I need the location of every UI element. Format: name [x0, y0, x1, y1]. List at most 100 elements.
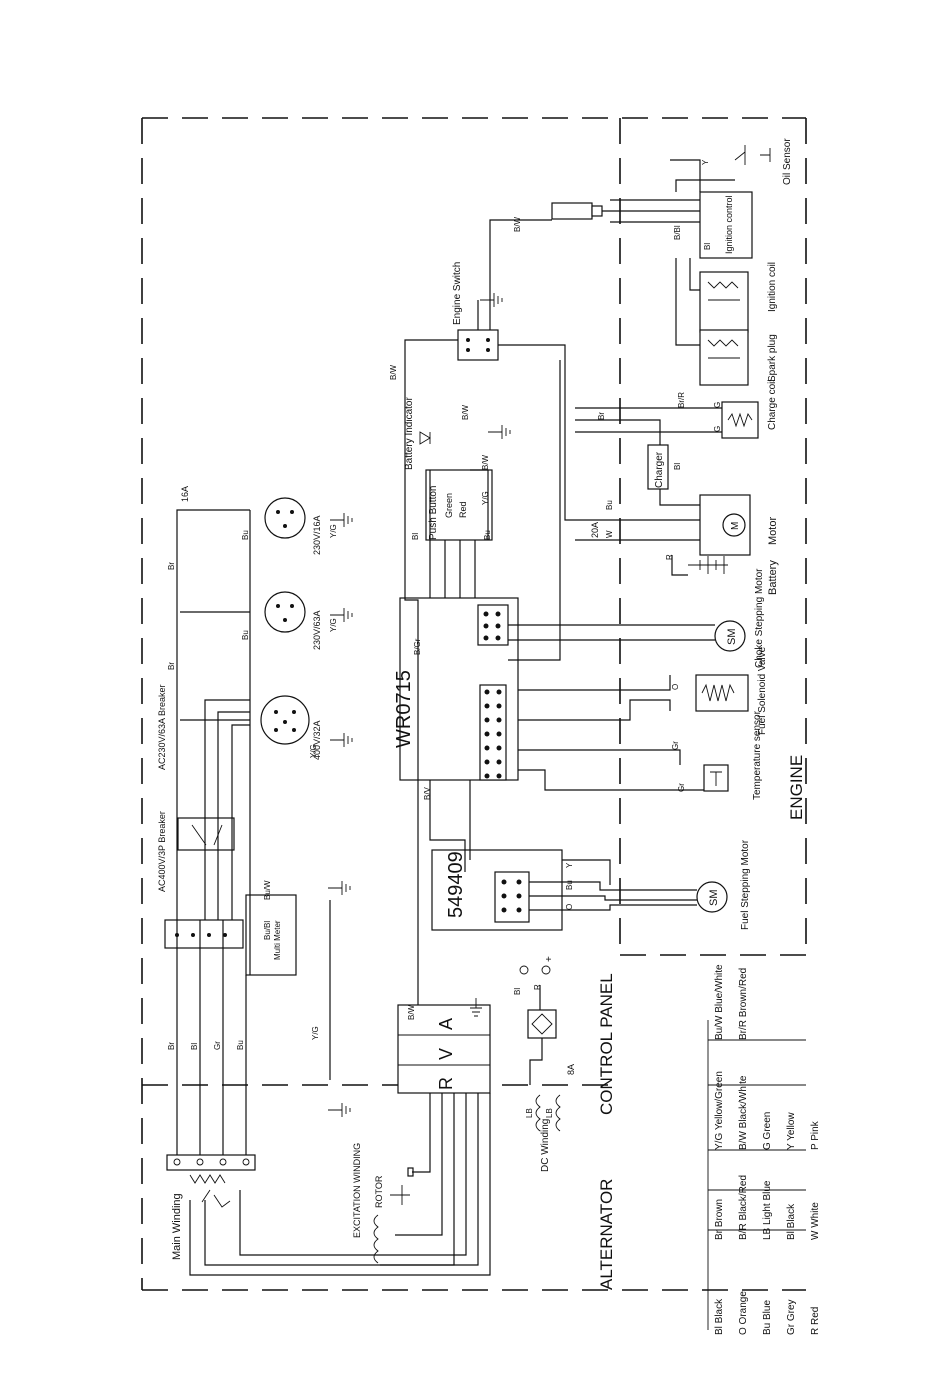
- tag-bu-3: Bu: [241, 630, 250, 640]
- led-green-label: Green: [444, 493, 454, 518]
- push-button-label: Push Button: [428, 486, 439, 540]
- tag-gr-2: Gr: [671, 741, 680, 750]
- legend-entry: G Green: [762, 1112, 773, 1150]
- push-button-panel: Push Button Green Red: [425, 469, 493, 541]
- motor-symbol: M: [730, 522, 741, 530]
- socket-16a-label: 230V/16A: [312, 515, 322, 555]
- fuel-stepping-motor: SM Fuel Stepping Motor: [696, 839, 751, 930]
- tag-bl-2: Bl: [411, 533, 420, 540]
- section-engine: ENGINE: [787, 755, 806, 820]
- excitation-winding-label: EXCITATION WINDING: [352, 1143, 362, 1238]
- legend-entry: Bu/W Blue/White: [714, 964, 725, 1040]
- rectifier-plus: +: [544, 956, 555, 962]
- tag-bw-1: B/W: [407, 1004, 416, 1020]
- battery-indicator-label: Battery Indicator: [404, 397, 415, 470]
- legend-entry: P Pink: [810, 1120, 821, 1150]
- multi-meter-label: Multi Meter: [273, 920, 282, 960]
- tag-bw-5: B/W: [481, 454, 490, 470]
- tag-yg-3: Y/G: [329, 618, 338, 632]
- tag-gr-1: Gr: [213, 1041, 222, 1050]
- tag-r-2: R: [665, 554, 674, 560]
- motor-label: Motor: [767, 517, 779, 545]
- legend-entry: Gr Grey: [786, 1299, 797, 1335]
- tag-g-2: G: [713, 426, 722, 432]
- controller-wr0715: WR0715: [393, 597, 519, 781]
- tag-brr-1: Br/R: [677, 392, 686, 408]
- socket-400v: 400V/32A: [260, 695, 322, 760]
- legend-entry: O Orange: [738, 1291, 749, 1335]
- rotor: ROTOR: [374, 1167, 414, 1208]
- fuel-sm-symbol: SM: [708, 890, 720, 907]
- stepper-controller-label: 549409: [445, 851, 467, 918]
- stepper-controller-549409: 549409: [431, 849, 563, 931]
- choke-sm-symbol: SM: [726, 629, 738, 646]
- legend-entry: B/R Black/Red: [738, 1175, 749, 1240]
- legend-entry: Br/R Brown/Red: [738, 968, 749, 1040]
- socket-400v-label: 400V/32A: [312, 720, 322, 760]
- tag-yg-2: Y/G: [329, 524, 338, 538]
- charger-label: Charger: [654, 451, 665, 488]
- legend-entry: Y/G Yellow/Green: [714, 1071, 725, 1150]
- tag-bl-3: Bl: [513, 988, 522, 995]
- color-legend: [707, 1020, 806, 1330]
- tag-bl-5: Bl: [703, 243, 712, 250]
- tag-br-4: Br: [597, 412, 606, 420]
- tag-bl-1: Bl: [190, 1043, 199, 1050]
- fuel-stepping-motor-label: Fuel Stepping Motor: [740, 839, 751, 930]
- fuse-20a-label: 20A: [590, 522, 600, 538]
- tag-o-1: O: [671, 684, 680, 690]
- socket-63a: 230V/63A: [264, 591, 322, 650]
- tag-y-2: Y: [701, 159, 710, 165]
- tag-bv-1: B/V: [423, 786, 432, 800]
- tag-bu-4: Bu: [605, 500, 614, 510]
- tag-yg-5: Y/G: [481, 491, 490, 505]
- socket-16a: 230V/16A: [264, 497, 322, 555]
- charger: Charger: [647, 444, 669, 490]
- tag-bu-1: Bu: [236, 1040, 245, 1050]
- tag-br-1: Br: [167, 1042, 176, 1050]
- avr-v: V: [436, 1048, 456, 1060]
- wires: [176, 159, 735, 1276]
- tag-bu-2: Bu: [241, 530, 250, 540]
- tag-yg-1: Y/G: [311, 1026, 320, 1040]
- battery-indicator: Battery Indicator: [404, 397, 431, 470]
- dc-winding: DC Winding LB LB: [525, 1094, 561, 1172]
- tag-r-1: R: [533, 984, 542, 990]
- wire-lb-1: LB: [525, 1108, 534, 1118]
- fuse-8a-label: 8A: [566, 1064, 576, 1075]
- controller-label: WR0715: [393, 670, 415, 748]
- led-red-label: Red: [458, 501, 468, 518]
- legend-entry: Bl Black: [714, 1298, 725, 1335]
- connector-plug: [551, 202, 603, 220]
- oil-sensor: Oil Sensor: [734, 138, 793, 185]
- tag-o-2: O: [565, 904, 574, 910]
- tag-g-1: G: [713, 402, 722, 408]
- controller-pins: [484, 689, 502, 779]
- temperature-sensor: Temperature sensor: [703, 710, 763, 800]
- tag-bbl-1: B/Bl: [673, 225, 682, 240]
- starter-motor: M Motor 20A: [590, 494, 779, 556]
- terminal-block: [164, 919, 244, 949]
- ground-symbols: [328, 293, 511, 1117]
- spark-plug-label: Spark plug: [767, 334, 778, 382]
- legend-entry: Br Brown: [714, 1199, 725, 1240]
- avr: A V R: [397, 1004, 491, 1094]
- tag-bu-6: Bu: [483, 530, 492, 540]
- rectifier-bridge: +: [519, 956, 557, 1039]
- breaker-3p-label: AC400V/3P Breaker: [157, 811, 167, 892]
- dc-winding-label: DC Winding: [540, 1119, 551, 1172]
- tag-bu-5: Bu: [565, 880, 574, 890]
- ignition-coil-label: Ignition coil: [767, 262, 778, 312]
- tag-bubl-1: Bu/Bl: [263, 921, 272, 940]
- wire-tags: Br Bl Gr Bu Br Br Bu Bu Y/G Y/G Y/G Y/G …: [167, 159, 722, 1050]
- fuel-solenoid-valve-label: Fuel Solenoid Valve: [757, 646, 768, 735]
- multi-meter: Multi Meter: [245, 894, 297, 976]
- rotor-label: ROTOR: [374, 1175, 384, 1208]
- tag-bw-4: B/W: [461, 404, 470, 420]
- main-winding-label: Main Winding: [171, 1193, 183, 1260]
- wire-lb-2: LB: [545, 1108, 554, 1118]
- main-winding: Main Winding: [166, 1154, 256, 1260]
- spark-plug: Spark plug: [699, 329, 778, 386]
- charge-coil: Charge coil: [721, 379, 778, 439]
